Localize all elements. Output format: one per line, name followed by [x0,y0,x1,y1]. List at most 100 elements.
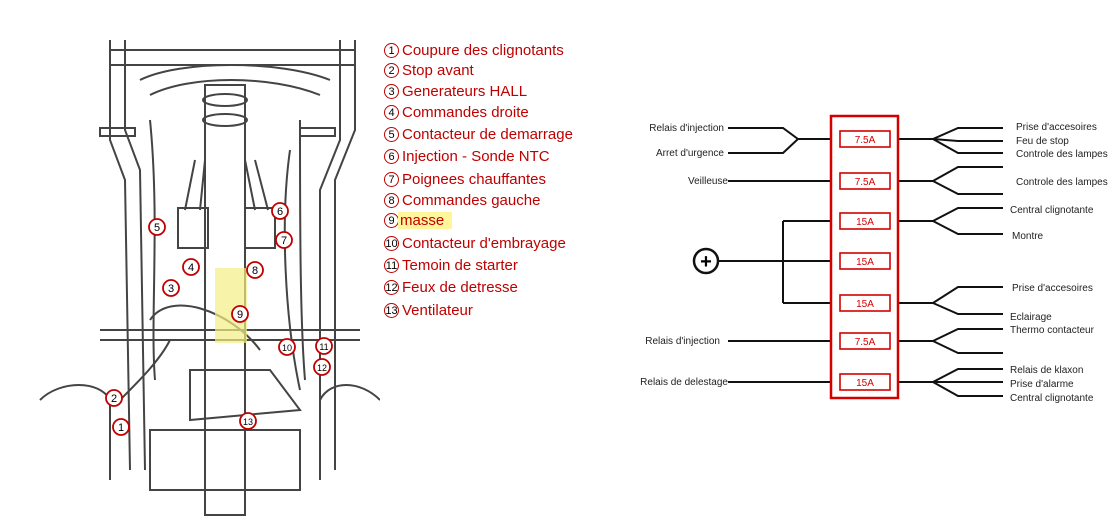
fuse-input-label: Relais d'injection [645,336,720,347]
fuse-rating: 7.5A [855,337,876,348]
marker-circle [271,202,289,220]
fuse [839,252,891,270]
marker-circle [239,412,257,430]
fuse-output-label: Thermo contacteur [1010,325,1095,336]
fuse-output-label: Montre [1012,231,1044,242]
fuse-output-label: Eclairage [1010,312,1052,323]
fuse-output-label: Prise d'alarme [1010,379,1074,390]
marker-circle [275,231,293,249]
marker-circle [315,337,333,355]
marker-circle [182,258,200,276]
marker-circle [313,358,331,376]
marker-label: 13 [243,417,253,427]
fusebox-diagram: 7.5A 7.5A 15A 15A 15A 7.5A 15A + Relais d'inje… [640,114,1108,404]
legend-number: 6 [384,148,399,164]
marker-label: 6 [277,206,283,218]
legend-label: Poignees chauffantes [402,170,547,188]
marker-circle [112,418,130,436]
plus-symbol: + [700,251,712,273]
fuse-rating: 7.5A [855,135,876,146]
fuse-rating: 15A [856,299,874,310]
legend-number: 9 [384,212,399,228]
marker-label: 9 [237,309,243,321]
legend-number: 11 [384,257,399,273]
marker-circle [162,279,180,297]
fuse [839,332,891,350]
legend-label: Feux de detresse [402,278,518,296]
fuse [839,212,891,230]
marker-label: 4 [188,262,194,274]
legend-number: 4 [384,104,399,120]
legend-number: 1 [384,42,399,58]
legend-number: 5 [384,126,399,142]
fuse-rating: 15A [856,378,874,389]
marker-label: 10 [282,343,292,353]
fuse-output-label: Feu de stop [1016,136,1069,147]
legend-label: Contacteur d'embrayage [402,234,566,252]
legend-number: 2 [384,62,399,78]
fuse [839,130,891,148]
marker-circle [278,338,296,356]
legend-label: Coupure des clignotants [402,41,564,59]
fuse-output-label: Controle des lampes [1016,149,1108,160]
legend-label: masse [398,211,453,229]
positive-terminal-icon [692,247,720,275]
legend-label: Commandes droite [402,103,529,121]
fuse-input-label: Arret d'urgence [656,148,724,159]
fuse [839,294,891,312]
legend-label: Temoin de starter [402,256,518,274]
marker-label: 3 [168,283,174,295]
fuse-input-label: Relais de delestage [640,377,728,388]
legend-label: Commandes gauche [402,191,541,209]
legend-label: Contacteur de demarrage [402,125,573,143]
fuse-rating: 15A [856,257,874,268]
marker-circle [148,218,166,236]
legend-number: 7 [384,171,399,187]
marker-circle [231,305,249,323]
fuse [839,373,891,391]
legend-label: Ventilateur [402,301,473,319]
legend-number: 12 [384,279,399,295]
legend-number: 13 [384,302,399,318]
legend-number: 10 [384,235,399,251]
fuse-output-label: Prise d'accesoires [1016,122,1097,133]
legend-label: Stop avant [402,61,474,79]
marker-circle [105,389,123,407]
marker-label: 12 [317,363,327,373]
fuse-output-label: Prise d'accesoires [1012,283,1093,294]
marker-label: 7 [281,235,287,247]
marker-circle [246,261,264,279]
fuse [839,172,891,190]
legend-number: 3 [384,83,399,99]
marker-label: 11 [319,342,328,352]
legend-label: Injection - Sonde NTC [402,147,550,165]
marker-label: 5 [154,222,160,234]
fuse-rating: 15A [856,217,874,228]
fuse-rating: 7.5A [855,177,876,188]
fuse-input-label: Veilleuse [688,176,728,187]
fuse-output-label: Relais de klaxon [1010,365,1083,376]
fuse-output-label: Central clignotante [1010,205,1094,216]
marker-label: 1 [118,422,124,434]
marker-label: 8 [252,265,258,277]
fuse-output-label: Central clignotante [1010,393,1094,404]
marker-label: 2 [111,393,117,405]
legend-label: Generateurs HALL [402,82,528,100]
fuse-input-label: Relais d'injection [649,123,724,134]
